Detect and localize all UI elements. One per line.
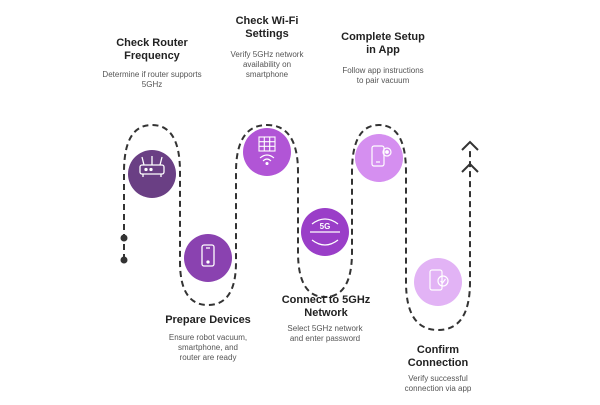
step-title: Prepare Devices — [165, 314, 251, 326]
start-dot — [120, 234, 128, 242]
step-description: Follow app instructions to pair vacuum — [342, 66, 424, 85]
step-node — [127, 143, 177, 198]
step-node — [354, 134, 404, 189]
step-title: Confirm Connection — [407, 344, 469, 369]
step-node: 5G — [300, 208, 350, 263]
arrow-chevron-icon — [461, 162, 479, 173]
step-description: Verify successful connection via app — [404, 374, 472, 393]
step-title: Complete Setup in App — [341, 31, 425, 56]
step-title: Connect to 5GHz Network — [281, 294, 371, 319]
wifi-grid-icon — [258, 136, 276, 166]
step-description: Ensure robot vacuum, smartphone, and rou… — [168, 333, 248, 362]
phone-check-icon — [429, 269, 449, 291]
phone-settings-icon — [371, 145, 392, 167]
step-node — [242, 128, 292, 183]
step-node — [183, 227, 233, 282]
step-description: Determine if router supports 5GHz — [102, 70, 202, 89]
step-title: Check Wi-Fi Settings — [235, 15, 299, 40]
step-title: Check Router Frequency — [116, 37, 188, 62]
step-description: Select 5GHz network and enter password — [287, 324, 363, 343]
router-icon — [139, 156, 165, 177]
step-node — [413, 251, 463, 306]
flow-path — [123, 123, 471, 332]
start-dot — [120, 256, 128, 264]
smartphone-icon — [201, 244, 215, 267]
step-description: Verify 5GHz network availability on smar… — [230, 50, 304, 79]
5g-icon — [310, 218, 340, 246]
arrow-chevron-icon — [461, 140, 479, 151]
svg-text:5G: 5G — [320, 222, 331, 231]
